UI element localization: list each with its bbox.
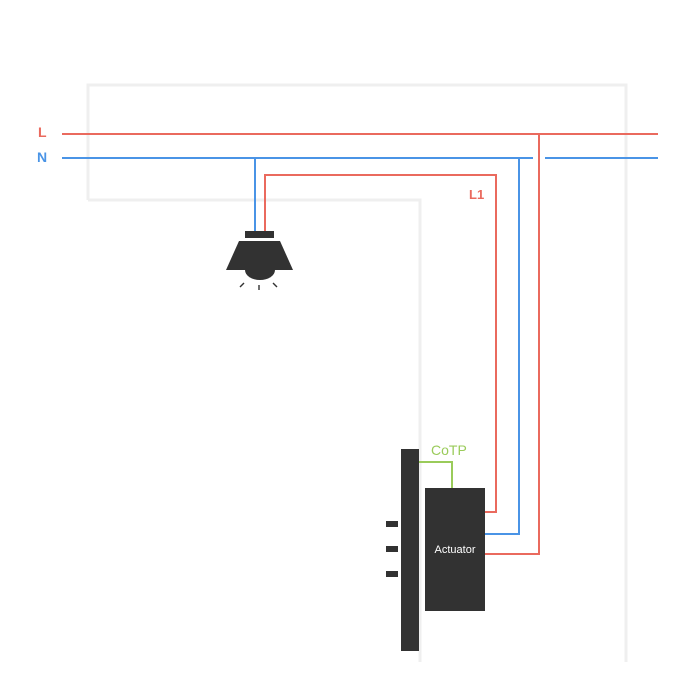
ceiling-lamp-icon (226, 231, 293, 290)
switch-button-icon (386, 521, 398, 527)
label-L1: L1 (469, 187, 484, 202)
switch-button-icon (386, 546, 398, 552)
label-L: L (38, 124, 47, 140)
wall-outline (86, 83, 628, 662)
switched-live-L1 (264, 174, 497, 513)
actuator-box (425, 488, 485, 611)
label-cotp: CoTP (431, 442, 467, 458)
switch-button-icon (386, 571, 398, 577)
switch-buttons (386, 521, 398, 577)
wall-switch-plate (401, 449, 419, 651)
label-actuator: Actuator (435, 544, 476, 556)
wall-outer (86, 83, 628, 662)
cotp-link (419, 461, 453, 488)
wall-inner (88, 198, 422, 662)
actuator-live-wire (485, 134, 540, 555)
label-N: N (37, 149, 47, 165)
actuator-neutral-wire (485, 158, 520, 535)
